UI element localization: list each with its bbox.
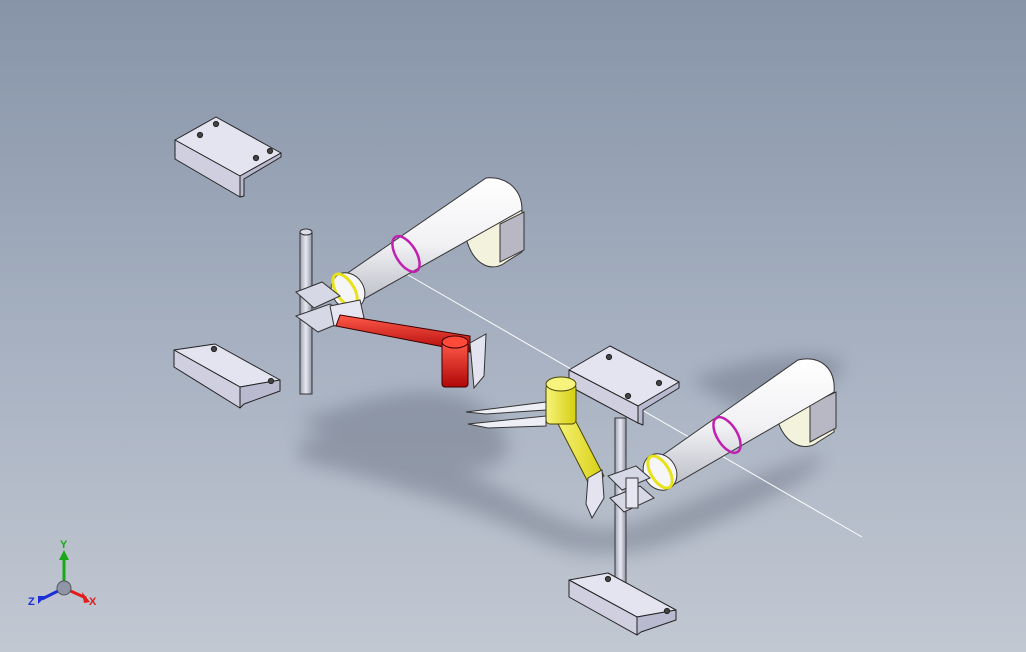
y-axis-label: Y: [60, 539, 68, 551]
z-axis-arrow-icon: [38, 596, 46, 604]
mounting-bracket-center[interactable]: [568, 345, 680, 426]
mounting-bracket-top-left[interactable]: [174, 116, 282, 198]
y-axis-arrow-icon: [59, 550, 69, 560]
right-gripper-plate[interactable]: [585, 469, 605, 520]
right-cylinder-housing[interactable]: [636, 358, 837, 497]
red-arm-link[interactable]: [335, 314, 471, 388]
left-cylinder-housing[interactable]: [324, 177, 525, 316]
mounting-bracket-bottom-right[interactable]: [568, 572, 677, 636]
reference-triad[interactable]: Y X Z: [26, 536, 106, 616]
z-axis-label: Z: [28, 596, 35, 608]
mounting-bracket-bottom-left[interactable]: [173, 343, 281, 409]
triad-origin-icon: [56, 580, 72, 596]
yellow-arm-link[interactable]: [545, 376, 605, 487]
left-gripper-plate[interactable]: [469, 333, 487, 390]
right-clamp-assembly[interactable]: [607, 465, 655, 513]
x-axis-label: X: [89, 596, 97, 608]
x-axis-arrow-icon: [82, 592, 90, 603]
gripper-fingers[interactable]: [465, 401, 547, 429]
